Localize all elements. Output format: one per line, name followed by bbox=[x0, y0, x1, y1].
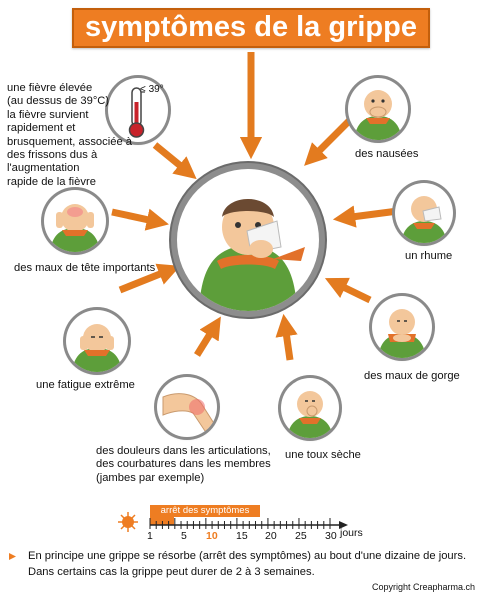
joints-illustration bbox=[157, 377, 217, 437]
bullet-triangle-icon bbox=[9, 553, 16, 560]
arrow-cold bbox=[332, 205, 399, 228]
footer-line-1: En principe une grippe se résorbe (arrêt… bbox=[28, 550, 467, 562]
cough-icon bbox=[287, 391, 333, 438]
tick-label-20: 20 bbox=[265, 530, 277, 542]
fatigue-label: une fatigue extrême bbox=[36, 379, 135, 391]
arrow-nausea bbox=[304, 115, 355, 166]
tick-label-5: 5 bbox=[181, 530, 187, 542]
page-title: symptômes de la grippe bbox=[85, 11, 417, 43]
headache-icon bbox=[50, 204, 100, 252]
tick-label-30: 30 bbox=[325, 530, 337, 542]
nausea-illustration bbox=[348, 78, 408, 140]
copyright: Copyright Creapharma.ch bbox=[372, 582, 476, 592]
arrow-joints bbox=[194, 316, 221, 357]
headache-illustration bbox=[44, 190, 106, 252]
joints-label: des douleurs dans les articulations, des… bbox=[96, 445, 271, 484]
timeline-unit: jours bbox=[340, 527, 363, 539]
arrow-headache bbox=[111, 208, 169, 231]
virus-icon bbox=[118, 512, 138, 532]
fever-thermometer bbox=[108, 78, 168, 142]
timeline-label: arrêt des symptômes bbox=[160, 505, 250, 516]
nausea-label: des nausées bbox=[355, 148, 419, 160]
arrow-cough bbox=[275, 313, 298, 361]
fever-threshold: < 39° bbox=[140, 84, 164, 95]
tick-label-1: 1 bbox=[147, 530, 153, 542]
arrow-fever bbox=[152, 142, 197, 180]
cough-label: une toux sèche bbox=[285, 449, 361, 461]
fatigue-illustration bbox=[66, 310, 128, 372]
thermometer-icon bbox=[128, 87, 145, 138]
nausea-icon bbox=[354, 90, 402, 140]
tick-label-15: 15 bbox=[236, 530, 248, 542]
tick-label-10: 10 bbox=[206, 530, 218, 542]
footer-line-2: Dans certains cas la grippe peut durer d… bbox=[28, 566, 315, 578]
sore-throat-icon bbox=[378, 309, 426, 358]
arrow-fatigue bbox=[118, 263, 181, 294]
cold-label: un rhume bbox=[405, 250, 453, 262]
throat-illustration bbox=[372, 296, 432, 358]
timeline bbox=[118, 512, 348, 532]
throat-label: des maux de gorge bbox=[364, 370, 460, 382]
runny-nose-icon bbox=[401, 196, 447, 243]
sick-man-icon bbox=[199, 199, 305, 311]
headache-label: des maux de tête importants bbox=[14, 262, 156, 274]
fever-label: une fièvre élevée (au dessus de 39°C) la… bbox=[7, 82, 133, 188]
title-banner bbox=[72, 8, 430, 48]
knee-pain-icon bbox=[162, 393, 216, 432]
cold-illustration bbox=[395, 183, 453, 243]
central-illustration bbox=[177, 169, 319, 311]
arrow-throat bbox=[324, 277, 372, 304]
tick-label-25: 25 bbox=[295, 530, 307, 542]
timeline-label-box bbox=[150, 505, 260, 517]
fatigue-icon bbox=[72, 324, 122, 372]
cough-illustration bbox=[281, 378, 339, 438]
